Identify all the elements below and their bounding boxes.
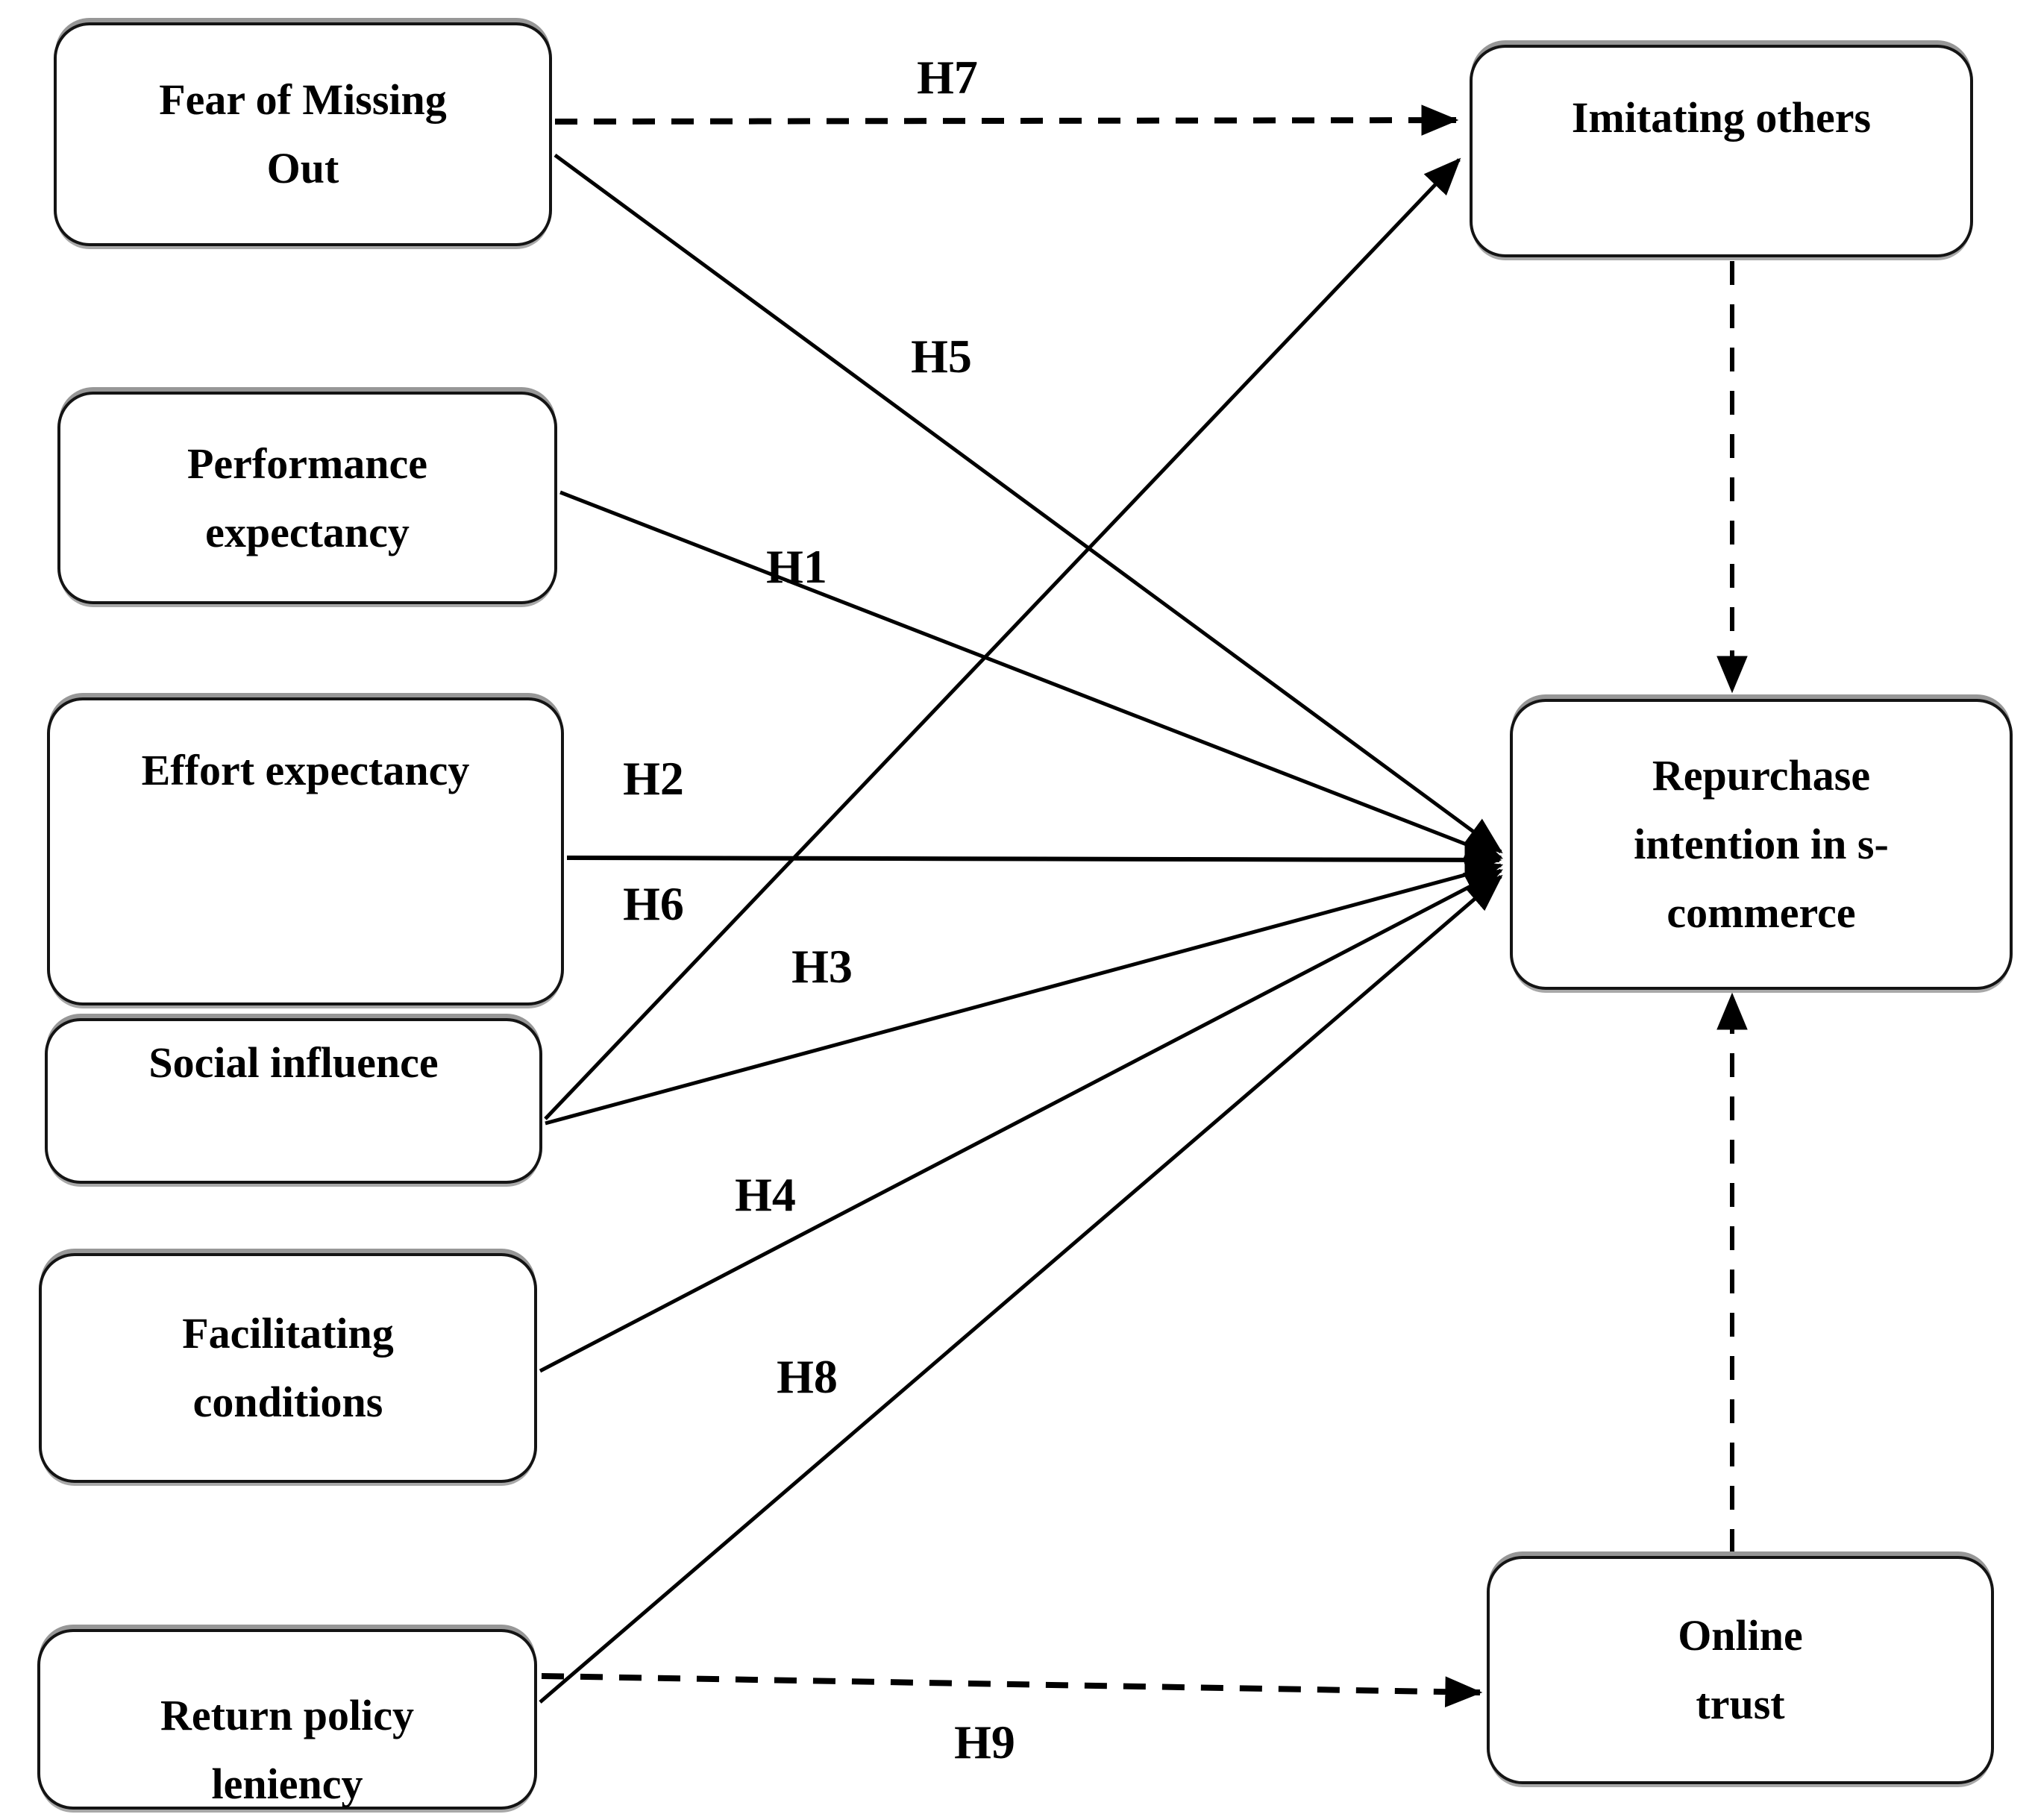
arrow-h3: [545, 859, 1504, 1126]
edge-label-h8: H8: [777, 1350, 838, 1403]
node-performance-expectancy: Performance expectancy: [57, 392, 557, 604]
node-label: Fear of Missing: [159, 75, 447, 124]
node-label: Online: [1678, 1611, 1803, 1660]
edge-label-h1: H1: [766, 540, 827, 593]
node-fear-of-missing-out: Fear of Missing Out: [54, 22, 552, 246]
node-label: Performance: [186, 439, 428, 488]
node-label: Repurchase: [1652, 751, 1871, 800]
node-facilitating-conditions: Facilitating conditions: [39, 1253, 537, 1483]
edge-label-h6: H6: [623, 877, 684, 930]
node-label: intention in s-: [1634, 820, 1889, 868]
node-label: Facilitating: [182, 1309, 394, 1358]
node-label: Out: [266, 144, 339, 192]
arrow-h8: [539, 874, 1503, 1704]
node-social-influence: Social influence: [45, 1018, 542, 1184]
edge-label-h3: H3: [791, 940, 853, 993]
node-label: expectancy: [205, 507, 410, 556]
node-label: conditions: [192, 1378, 383, 1426]
node-label: Return policy: [160, 1691, 414, 1739]
arrow-h9: [541, 1673, 1483, 1708]
edge-label-h2: H2: [623, 752, 684, 805]
node-label: Effort expectancy: [141, 746, 470, 794]
arrow-h2: [566, 844, 1502, 876]
arrow-h7: [554, 104, 1459, 136]
arrow-h5: [554, 153, 1503, 854]
node-imitating-others: Imitating others: [1470, 45, 1973, 257]
node-label: leniency: [211, 1760, 363, 1808]
arrow-h6: [544, 157, 1461, 1120]
node-label: commerce: [1666, 888, 1856, 937]
node-return-policy-leniency: Return policy leniency: [37, 1629, 537, 1810]
node-label: Social influence: [148, 1038, 439, 1087]
node-online-trust: Online trust: [1487, 1556, 1994, 1784]
edge-label-h4: H4: [735, 1168, 796, 1221]
edge-label-h7: H7: [917, 51, 978, 104]
edge-label-h9: H9: [954, 1716, 1015, 1769]
node-label: trust: [1696, 1680, 1785, 1728]
node-repurchase-intention: Repurchase intention in s- commerce: [1510, 699, 2013, 990]
arrow-h4: [539, 868, 1503, 1373]
edge-label-h5: H5: [911, 330, 972, 383]
arrow-h1: [559, 490, 1504, 860]
node-effort-expectancy: Effort expectancy: [47, 697, 564, 1005]
node-label: Imitating others: [1571, 93, 1872, 142]
